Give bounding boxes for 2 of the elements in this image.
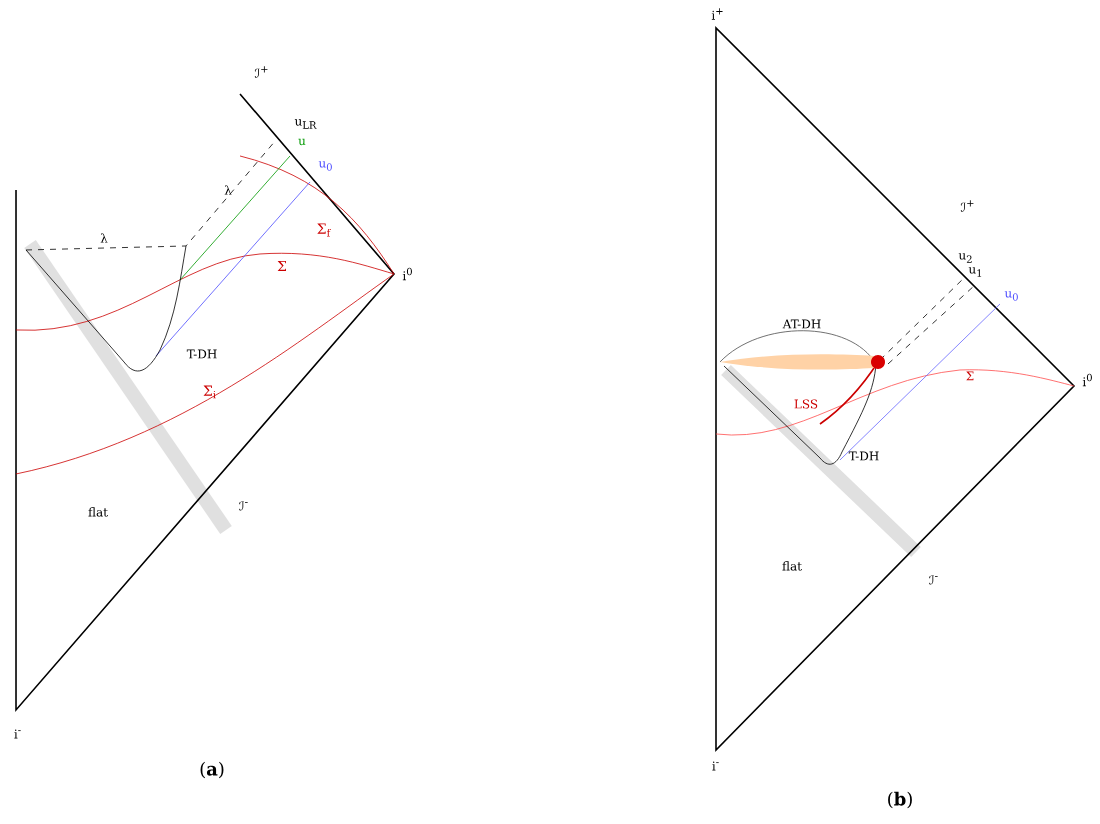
panel-label: (b)	[888, 791, 912, 809]
panel-label: (a)	[200, 761, 224, 779]
